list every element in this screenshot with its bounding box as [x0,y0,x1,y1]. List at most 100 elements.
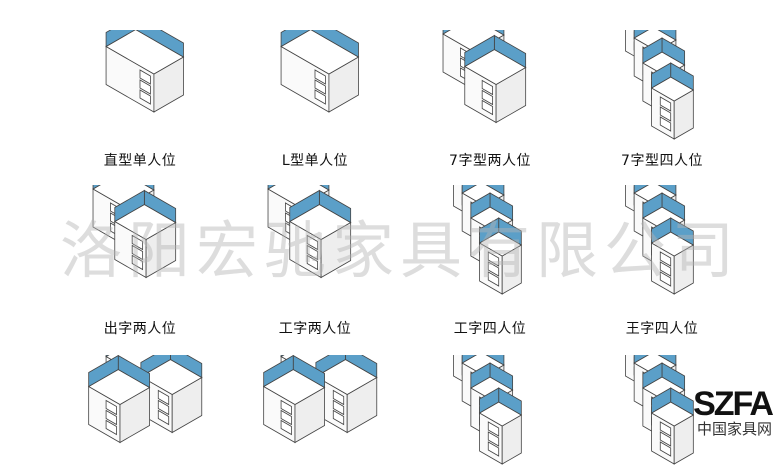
drawer [659,431,672,447]
workstation-1 [55,30,225,145]
partition-panel [461,355,477,364]
partition-panel [263,355,294,388]
drawer [481,99,494,116]
drawer [487,431,500,447]
drawer [659,106,672,122]
workstation-drawing [625,30,695,140]
drawer [306,254,319,271]
drawer [659,116,672,132]
drawer [131,234,144,251]
partition-panel [315,355,346,378]
workstation-label: 工字两人位 [278,321,352,337]
drawer [306,244,319,261]
workstation-11 [405,355,575,470]
workstation-drawing [453,355,523,465]
workstation-2 [230,30,400,145]
partition-panel [657,185,677,196]
workstation-drawing [267,185,352,279]
partition-panel [92,185,101,190]
partition-panel [442,30,451,35]
drawer [487,251,500,267]
drawer [157,399,170,416]
drawer [157,389,170,406]
drawer [659,271,672,287]
workstation-drawing [92,185,177,279]
workstation-label: 7字型两人位 [449,153,531,169]
partition-panel [642,37,663,64]
workstation-label: 7字型四人位 [621,153,703,169]
drawer [157,409,170,426]
workstation-label: L型单人位 [281,153,349,169]
workstation-4 [577,30,747,145]
workstation-label: 直型单人位 [103,153,177,169]
partition-panel [267,185,276,190]
partition-panel [651,387,672,414]
drawer [659,96,672,112]
partition-panel [651,217,672,244]
workstation-drawing [442,30,527,124]
partition-panel [642,362,663,389]
drawer [659,251,672,267]
drawer [487,261,500,277]
partition-panel [461,185,477,194]
workstation-drawing [280,30,360,113]
drawer [659,261,672,277]
workstation-5 [55,185,225,300]
partition-panel [345,355,378,379]
partition-panel [485,185,505,196]
drawer [280,409,292,426]
partition-panel [114,189,145,223]
partition-panel [651,62,672,89]
workstation-drawing [625,355,695,465]
partition-panel [470,362,491,389]
workstation-drawing [625,185,695,295]
partition-panel [642,192,663,219]
workstation-10 [230,355,400,470]
drawer [481,89,494,106]
drawer [105,419,117,436]
drawer [139,69,151,85]
drawer [332,409,345,426]
drawer [139,89,151,105]
drawer [280,399,292,416]
partition-panel [105,30,136,48]
workstation-drawing [105,30,185,113]
logo-site: 中国家具网 [696,420,772,438]
drawer [139,79,151,95]
drawer [306,234,319,251]
partition-panel [464,34,495,68]
partition-panel [657,355,677,366]
drawer [314,89,326,105]
drawer [314,79,326,95]
drawer [131,244,144,261]
workstation-drawing [453,185,523,295]
partition-panel [633,30,649,39]
drawer [280,419,292,436]
partition-panel [479,387,500,414]
logo-brand: SZFA [693,385,774,423]
workstation-3 [405,30,575,145]
partition-panel [633,185,649,194]
partition-panel [494,30,505,36]
partition-panel [88,355,119,388]
drawer [487,421,500,437]
partition-panel [470,192,491,219]
partition-panel [105,355,110,358]
workstation-8 [577,185,747,300]
partition-panel [280,355,285,358]
workstation-label: 王字四人位 [625,321,699,337]
partition-panel [289,189,320,223]
workstation-12 [577,355,747,470]
workstation-label: 工字四人位 [453,321,527,337]
partition-panel [310,30,359,58]
partition-panel [280,30,311,48]
drawer [487,271,500,287]
szfa-logo: SZFA 中国家具网 [693,385,774,438]
drawer [659,421,672,437]
partition-panel [633,355,649,364]
drawer [332,399,345,416]
partition-panel [170,355,203,379]
workstation-label: 出字两人位 [103,321,177,337]
drawer [105,399,117,416]
partition-panel [144,185,155,191]
